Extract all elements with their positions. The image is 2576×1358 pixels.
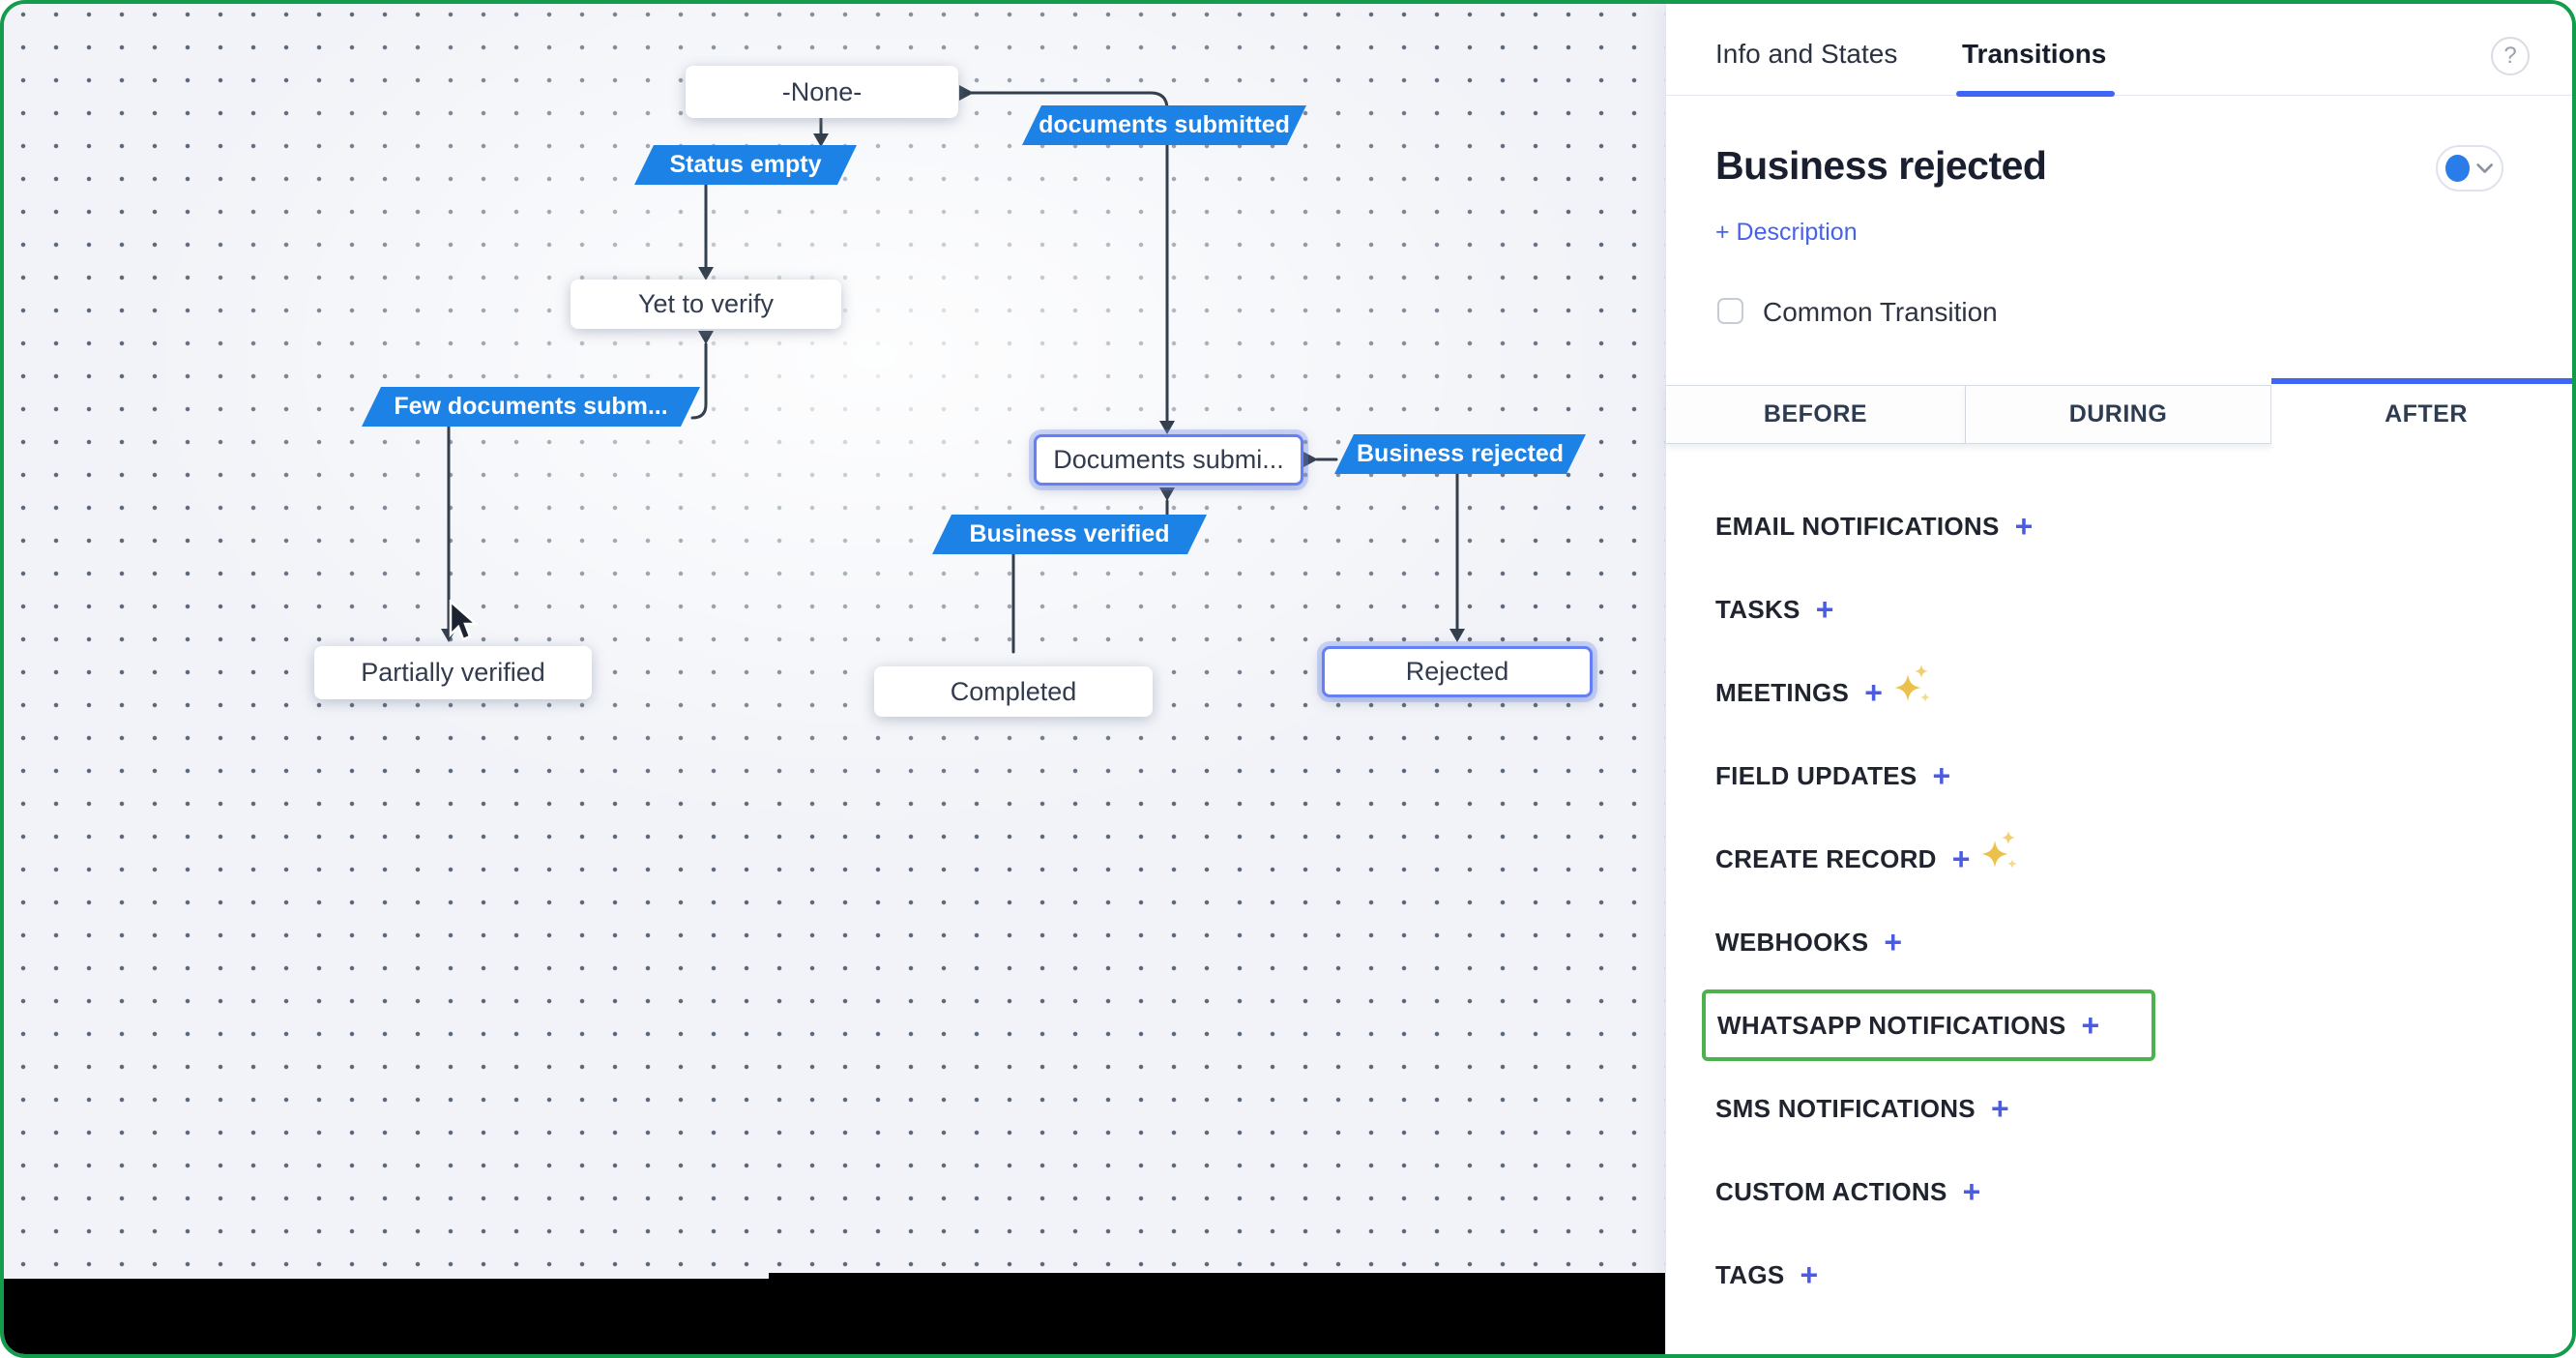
transition-config-panel: Info and States Transitions ? Business r…: [1665, 4, 2572, 1354]
transition-node-business-rejected[interactable]: Business rejected: [1334, 434, 1586, 474]
state-node-completed[interactable]: Completed: [874, 666, 1153, 717]
add-email-notification-button[interactable]: +: [2014, 509, 2034, 544]
help-icon[interactable]: ?: [2491, 37, 2530, 75]
tab-during[interactable]: DURING: [1966, 385, 2271, 444]
action-label: EMAIL NOTIFICATIONS: [1715, 511, 2000, 541]
add-webhook-button[interactable]: +: [1884, 925, 1903, 959]
bottom-black-bar-left: [4, 1279, 769, 1354]
bottom-black-bar-right: [769, 1273, 1665, 1354]
whatsapp-highlight-box: WHATSAPP NOTIFICATIONS +: [1702, 989, 2155, 1061]
common-transition-label: Common Transition: [1763, 297, 1998, 327]
action-label: WEBHOOKS: [1715, 927, 1869, 957]
transition-label: Status empty: [669, 151, 822, 178]
action-label: TASKS: [1715, 594, 1800, 624]
state-label: Partially verified: [361, 658, 545, 687]
action-row-meetings: MEETINGS +: [1666, 651, 2572, 734]
action-row-whatsapp-notifications: WHATSAPP NOTIFICATIONS +: [1666, 984, 2572, 1067]
state-node-rejected[interactable]: Rejected: [1322, 646, 1593, 697]
action-row-tasks: TASKS +: [1666, 568, 2572, 651]
state-node-partially-verified[interactable]: Partially verified: [314, 646, 592, 699]
state-label: Completed: [950, 676, 1077, 706]
common-transition-checkbox[interactable]: [1717, 298, 1743, 324]
tab-info-and-states[interactable]: Info and States: [1715, 39, 1898, 69]
blueprint-canvas[interactable]: -None- Yet to verify Documents submi... …: [4, 4, 1665, 1354]
transition-label: Business verified: [969, 520, 1170, 547]
action-label: FIELD UPDATES: [1715, 760, 1917, 790]
transition-node-business-verified[interactable]: Business verified: [932, 515, 1207, 554]
action-label: CUSTOM ACTIONS: [1715, 1176, 1947, 1206]
active-tab-underline: [1956, 91, 2115, 97]
state-label: Yet to verify: [637, 289, 775, 318]
color-swatch-blue: [2445, 155, 2470, 182]
state-node-yet-to-verify[interactable]: Yet to verify: [571, 280, 841, 329]
mouse-cursor-icon: [449, 600, 480, 641]
action-row-field-updates: FIELD UPDATES +: [1666, 734, 2572, 817]
add-field-update-button[interactable]: +: [1932, 758, 1951, 793]
action-label: MEETINGS: [1715, 677, 1850, 707]
tab-before[interactable]: BEFORE: [1666, 385, 1966, 444]
page-title: Business rejected: [1715, 143, 2047, 188]
add-meeting-button[interactable]: +: [1864, 675, 1883, 710]
tabs-divider: [1666, 95, 2572, 96]
transition-label: documents submitted: [1039, 111, 1290, 138]
transition-node-documents-submitted[interactable]: documents submitted: [1022, 105, 1306, 145]
action-row-custom-actions: CUSTOM ACTIONS +: [1666, 1150, 2572, 1233]
action-row-email-notifications: EMAIL NOTIFICATIONS +: [1666, 485, 2572, 568]
transition-label: Business rejected: [1357, 440, 1564, 467]
action-row-sms-notifications: SMS NOTIFICATIONS +: [1666, 1067, 2572, 1150]
add-sms-notification-button[interactable]: +: [1990, 1091, 2009, 1126]
tab-after[interactable]: AFTER: [2271, 378, 2572, 444]
action-label: CREATE RECORD: [1715, 843, 1937, 873]
add-whatsapp-notification-button[interactable]: +: [2081, 1008, 2100, 1043]
action-label: SMS NOTIFICATIONS: [1715, 1093, 1976, 1123]
action-label: WHATSAPP NOTIFICATIONS: [1717, 1010, 2066, 1040]
sparkle-icon: [1981, 831, 2018, 869]
action-row-create-record: CREATE RECORD +: [1666, 817, 2572, 900]
after-actions-list: EMAIL NOTIFICATIONS + TASKS + MEETINGS +…: [1666, 485, 2572, 1316]
add-task-button[interactable]: +: [1815, 592, 1834, 627]
add-create-record-button[interactable]: +: [1951, 841, 1971, 876]
action-row-tags: TAGS +: [1666, 1233, 2572, 1316]
state-label: -None-: [781, 76, 863, 106]
state-label: Documents submi...: [1053, 445, 1284, 474]
add-description-link[interactable]: + Description: [1715, 219, 1858, 246]
add-custom-action-button[interactable]: +: [1962, 1174, 1981, 1209]
action-row-webhooks: WEBHOOKS +: [1666, 900, 2572, 984]
chevron-down-icon: [2475, 163, 2493, 173]
transition-color-picker[interactable]: [2436, 145, 2503, 192]
state-node-none[interactable]: -None-: [686, 66, 958, 118]
state-label: Rejected: [1405, 657, 1509, 686]
transition-node-status-empty[interactable]: Status empty: [634, 145, 857, 185]
transition-node-few-documents-submitted[interactable]: Few documents subm...: [362, 387, 700, 427]
action-label: TAGS: [1715, 1259, 1785, 1289]
tab-transitions[interactable]: Transitions: [1962, 39, 2107, 69]
state-node-documents-submitted[interactable]: Documents submi...: [1034, 434, 1303, 486]
add-tag-button[interactable]: +: [1800, 1257, 1819, 1292]
transition-label: Few documents subm...: [394, 393, 668, 420]
sparkle-icon: [1893, 664, 1930, 702]
stage-tab-bar: BEFORE DURING AFTER: [1666, 378, 2572, 444]
